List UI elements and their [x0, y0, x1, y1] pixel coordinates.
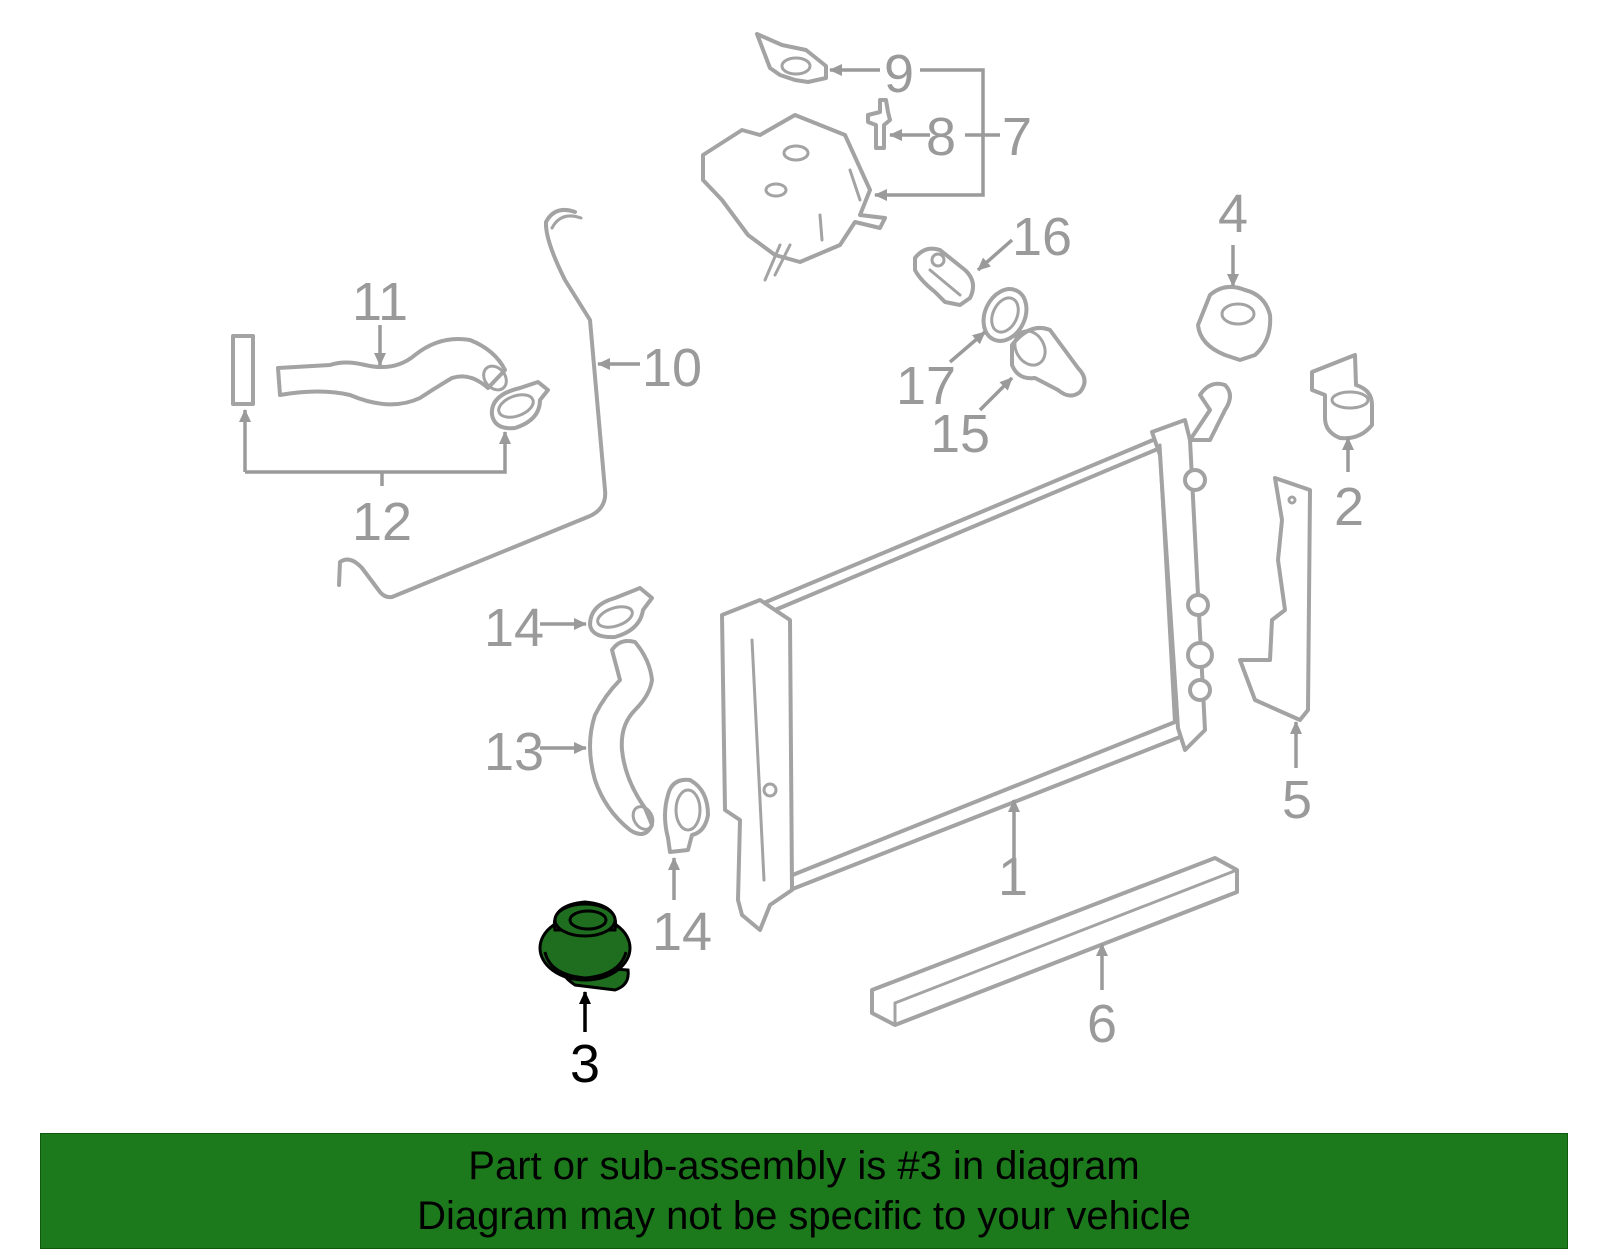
thermostat-part[interactable]: [913, 246, 976, 307]
upper-hose-part[interactable]: [276, 337, 511, 407]
radiator-cap-part[interactable]: [1196, 284, 1273, 362]
radiator-insulator-part[interactable]: [538, 900, 632, 992]
callout-13: 13: [484, 722, 544, 782]
radiator-part[interactable]: [720, 381, 1232, 932]
leader-15: [978, 376, 1014, 412]
callout-4: 4: [1218, 184, 1248, 244]
hose-strip-part[interactable]: [231, 334, 255, 406]
callout-12: 12: [352, 492, 412, 552]
leader-12-bracket: [245, 431, 511, 474]
thermostat-seal-part[interactable]: [975, 282, 1034, 348]
leader-7: [874, 68, 985, 201]
callout-9: 9: [884, 44, 914, 104]
notice-line-2: Diagram may not be specific to your vehi…: [417, 1194, 1191, 1238]
callout-11: 11: [352, 272, 408, 332]
mount-bracket-part[interactable]: [1310, 353, 1374, 441]
lower-seal-part[interactable]: [870, 856, 1239, 1027]
callout-5: 5: [1282, 770, 1312, 830]
lower-hose-clamp-lower-part[interactable]: [663, 777, 710, 854]
callout-15: 15: [930, 404, 990, 464]
callout-1: 1: [998, 847, 1028, 907]
leader-17: [948, 330, 987, 364]
callout-16: 16: [1012, 207, 1072, 267]
leader-16: [976, 238, 1014, 272]
upper-hose-clamp-part[interactable]: [489, 380, 550, 431]
thermostat-housing-part[interactable]: [1009, 325, 1087, 398]
callout-7: 7: [1002, 107, 1032, 167]
callout-3: 3: [570, 1034, 600, 1094]
cap-gasket-part[interactable]: [755, 32, 828, 84]
callout-6: 6: [1087, 994, 1117, 1054]
callout-10: 10: [642, 338, 702, 398]
lower-hose-clamp-upper-part[interactable]: [588, 586, 654, 640]
callout-14a: 14: [484, 598, 544, 658]
coolant-reservoir-part[interactable]: [701, 113, 887, 282]
callout-14b: 14: [652, 902, 712, 962]
callout-2: 2: [1334, 477, 1364, 537]
callout-8: 8: [926, 107, 956, 167]
side-baffle-part[interactable]: [1238, 476, 1312, 722]
notice-line-1: Part or sub-assembly is #3 in diagram: [468, 1144, 1140, 1188]
overflow-hose-part[interactable]: [337, 208, 608, 600]
notice-banner: Part or sub-assembly is #3 in diagram Di…: [40, 1133, 1568, 1249]
bolt-part[interactable]: [866, 98, 892, 150]
lower-hose-part[interactable]: [588, 639, 657, 836]
callout-17: 17: [896, 356, 956, 416]
